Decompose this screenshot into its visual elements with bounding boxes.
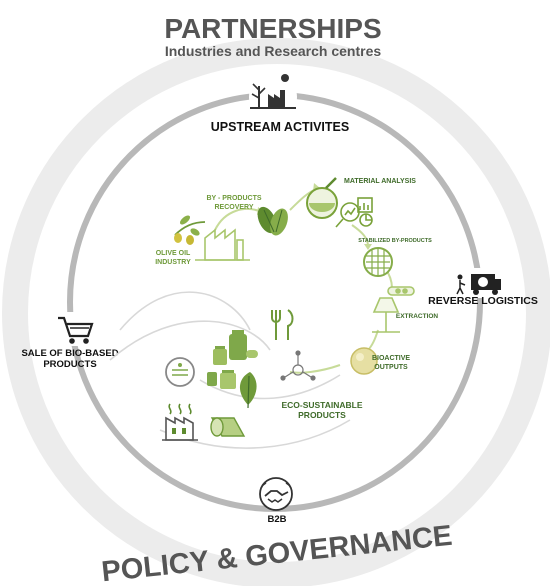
partnerships-title: PARTNERSHIPS [164,13,381,44]
eco-sustainable-label-line2: PRODUCTS [298,410,346,420]
sale-bio-based-label-line1: SALE OF BIO-BASED [21,348,118,359]
olive-oil-industry-label-line2: INDUSTRY [155,259,191,266]
byproducts-recovery-label-line2: RECOVERY [214,204,253,211]
mortar-bowl-icon [306,177,338,219]
grid-globe-icon [363,247,393,277]
stabilized-byproducts-label: STABILIZED BY-PRODUCTS [358,238,432,244]
reverse-logistics-label: REVERSE LOGISTICS [428,295,538,307]
handshake-icon [259,477,293,511]
extraction-flask-icon [372,286,415,333]
outer-ring [2,38,550,586]
factory-smoke-icon [162,403,198,441]
arrow-head [364,244,372,250]
magnifier-chart-icon [335,197,373,228]
food-badge-icon [165,357,195,387]
molecule-icon [280,350,316,381]
bioactive-outputs-label-line1: BIOACTIVE [372,355,410,362]
bioactive-droplet-icon [350,347,378,375]
bioactive-outputs-label-line2: OUTPUTS [374,364,408,371]
leaf-icon [239,372,257,409]
extraction-label: EXTRACTION [396,313,439,320]
partnerships-subtitle: Industries and Research centres [165,43,382,59]
leaves-icon [257,206,288,236]
b2b-label: B2B [267,514,286,525]
byproducts-recovery-label-line1: BY - PRODUCTS [206,195,261,202]
bioplastic-roll-icon [210,417,246,437]
shopping-cart-icon [55,312,95,346]
truck-icon [455,268,505,298]
tree-factory-icon [249,73,297,121]
upstream-activities-label: UPSTREAM ACTIVITES [211,120,349,134]
fork-knife-icon [271,309,294,340]
sale-bio-based-label-line2: PRODUCTS [43,359,96,370]
cosmetic-bottles-icon [207,330,258,389]
factory-outline-icon [195,228,250,261]
eco-sustainable-label-line1: ECO-SUSTAINABLE [281,400,362,410]
olive-branch-icon [174,215,206,245]
olive-oil-industry-label-line1: OLIVE OIL [156,250,191,257]
material-analysis-label: MATERIAL ANALYSIS [344,178,416,185]
